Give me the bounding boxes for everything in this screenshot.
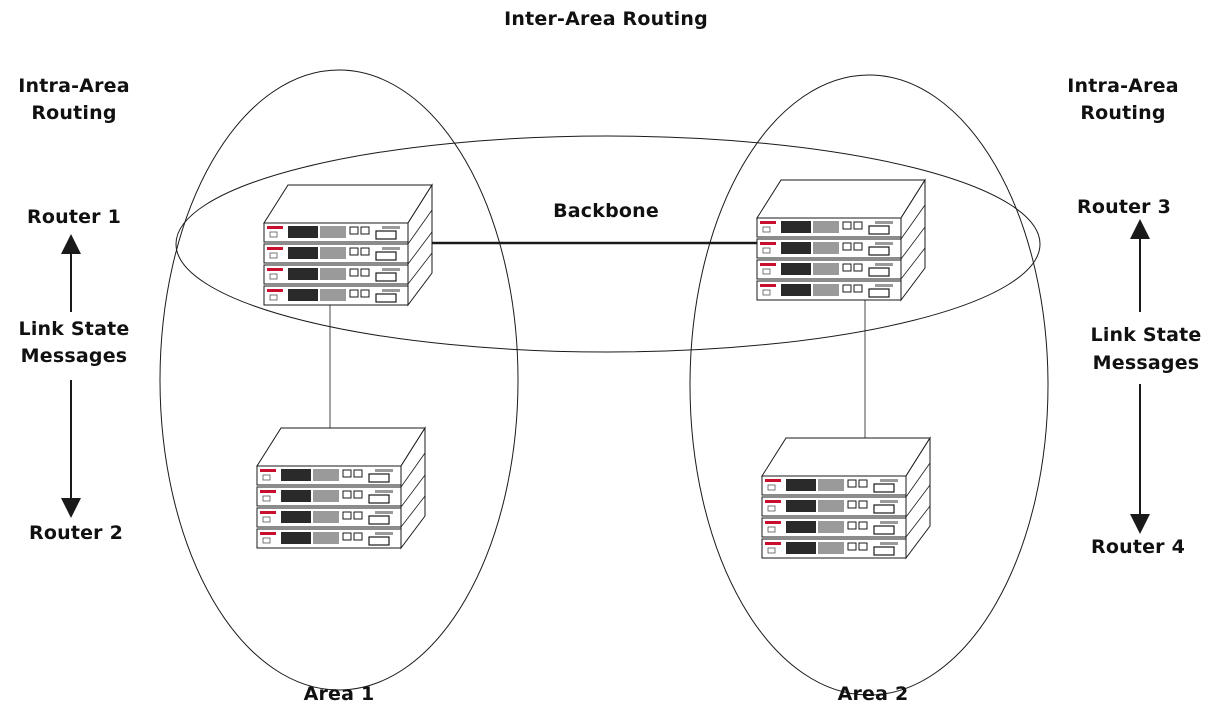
left-heading-line2: Routing xyxy=(31,102,117,124)
area-1-boundary xyxy=(159,69,519,691)
left-message-line2: Messages xyxy=(20,345,128,367)
router-4-switch-stack xyxy=(761,437,931,559)
diagram-title: Inter-Area Routing xyxy=(504,8,708,30)
area-2-label: Area 2 xyxy=(837,683,909,705)
router-1-label: Router 1 xyxy=(27,206,121,228)
backbone-boundary xyxy=(175,135,1041,353)
left-heading-line1: Intra-Area xyxy=(18,75,130,97)
router-2-label: Router 2 xyxy=(29,522,123,544)
router-2-switch-stack xyxy=(256,427,426,549)
router-1-switch-stack xyxy=(263,184,433,306)
area-1-label: Area 1 xyxy=(303,683,375,705)
right-heading-line2: Routing xyxy=(1080,102,1166,124)
right-message-line1: Link State xyxy=(1090,324,1202,346)
right-message-line2: Messages xyxy=(1092,352,1200,374)
right-heading-line1: Intra-Area xyxy=(1067,75,1179,97)
left-message-line1: Link State xyxy=(18,318,130,340)
area-2-boundary xyxy=(689,74,1049,696)
router-3-switch-stack xyxy=(756,179,926,301)
router-3-label: Router 3 xyxy=(1077,196,1171,218)
backbone-label: Backbone xyxy=(553,200,659,222)
router-4-label: Router 4 xyxy=(1091,536,1185,558)
